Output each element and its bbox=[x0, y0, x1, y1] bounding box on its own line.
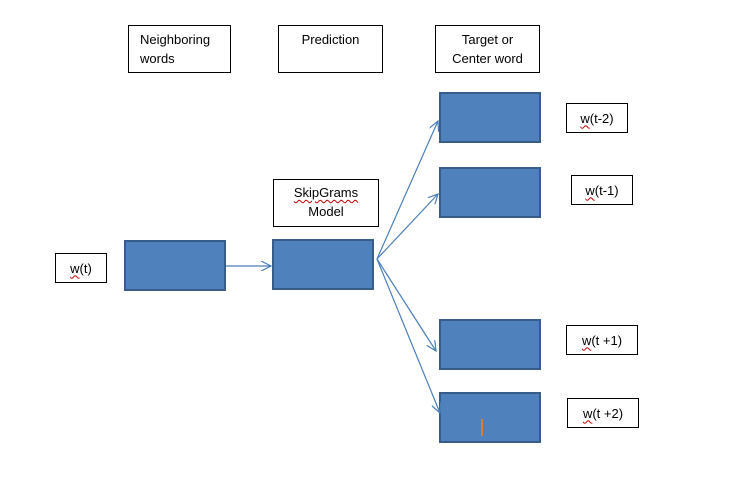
context-word-label: w(t +2) bbox=[567, 398, 639, 428]
output-box-t-minus-2 bbox=[439, 92, 541, 143]
header-prediction: Prediction bbox=[278, 25, 383, 73]
header-target-line2: Center word bbox=[452, 51, 523, 66]
output-box-t-plus-1 bbox=[439, 319, 541, 370]
model-label: SkipGrams Model bbox=[273, 179, 379, 227]
context-word-label: w(t +1) bbox=[566, 325, 638, 355]
arrow-to-t-minus-2 bbox=[376, 121, 438, 260]
header-target-center-word: Target or Center word bbox=[435, 25, 540, 73]
context-word-suffix: (t +1) bbox=[591, 332, 623, 348]
arrow-to-t-minus-1 bbox=[376, 194, 438, 260]
context-word-label: w(t-1) bbox=[571, 175, 633, 205]
header-neighboring-line2: words bbox=[140, 51, 175, 66]
input-embedding-box bbox=[124, 240, 226, 291]
context-word-suffix: (t-1) bbox=[594, 182, 619, 198]
context-word-prefix: w bbox=[581, 332, 592, 348]
input-word-prefix: w bbox=[70, 260, 80, 276]
model-label-line1: SkipGrams bbox=[293, 185, 359, 200]
context-word-label: w(t-2) bbox=[566, 103, 628, 133]
input-word-suffix: (t) bbox=[79, 260, 92, 276]
output-box-t-minus-1 bbox=[439, 167, 541, 218]
context-word-prefix: w bbox=[580, 110, 590, 126]
text-cursor-icon bbox=[481, 419, 483, 436]
header-prediction-text: Prediction bbox=[301, 32, 360, 47]
context-word-suffix: (t +2) bbox=[592, 405, 624, 421]
arrow-to-t-plus-2 bbox=[376, 258, 440, 413]
header-target-line1: Target or bbox=[461, 32, 514, 47]
model-label-line2: Model bbox=[308, 204, 344, 219]
header-neighboring-words: Neighboring words bbox=[128, 25, 231, 73]
arrow-to-t-plus-1 bbox=[376, 258, 436, 351]
context-word-suffix: (t-2) bbox=[589, 110, 614, 126]
header-neighboring-line1: Neighboring bbox=[140, 32, 211, 47]
model-box bbox=[272, 239, 374, 290]
output-box-t-plus-2 bbox=[439, 392, 541, 443]
context-word-prefix: w bbox=[582, 405, 593, 421]
input-word-label: w(t) bbox=[55, 253, 107, 283]
context-word-prefix: w bbox=[585, 182, 595, 198]
